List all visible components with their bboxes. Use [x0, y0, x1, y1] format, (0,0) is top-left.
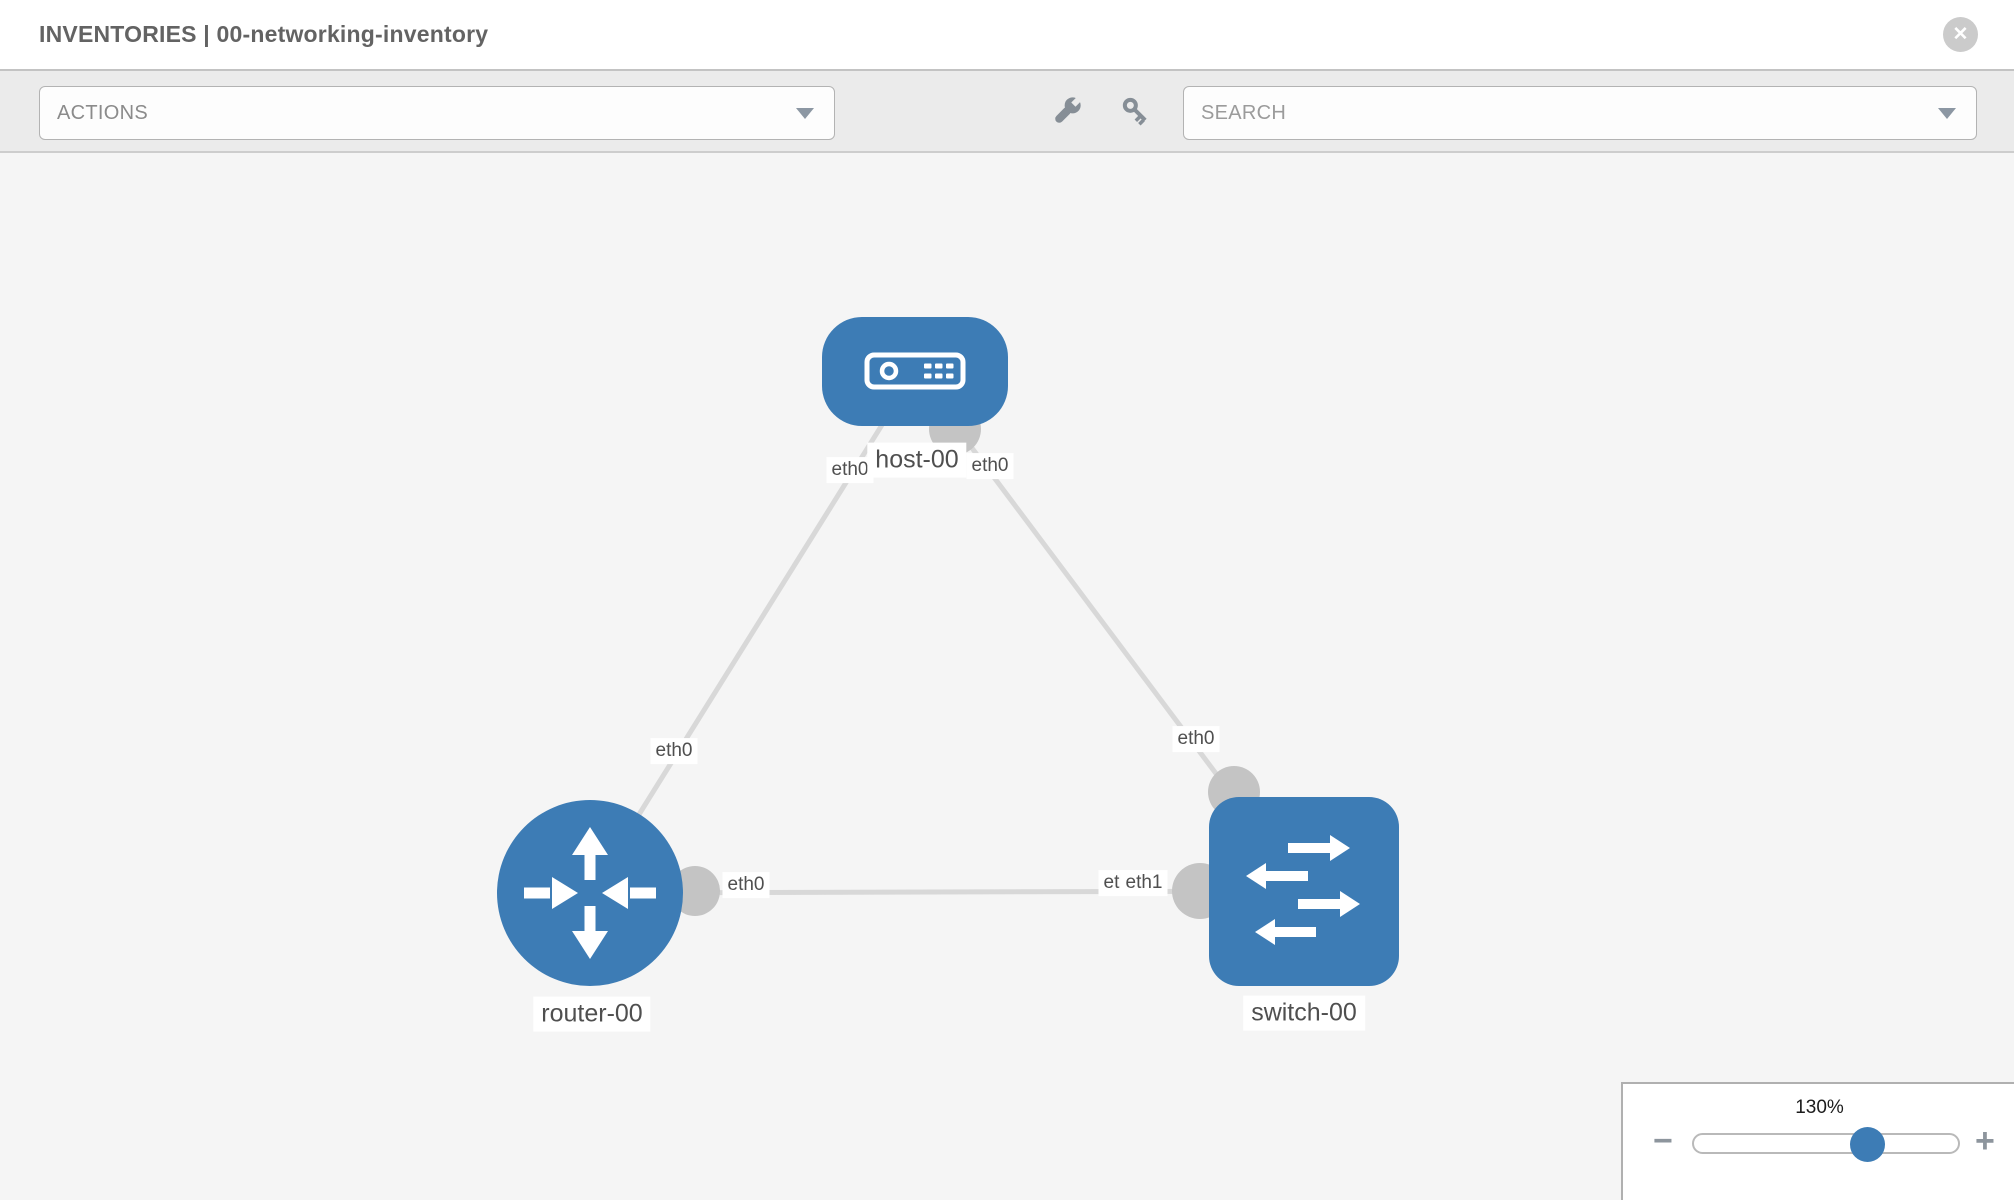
actions-dropdown-label: ACTIONS	[57, 101, 148, 124]
page-title: INVENTORIES | 00-networking-inventory	[39, 21, 489, 47]
node-label-switch: switch-00	[1243, 995, 1365, 1031]
host-icon	[864, 352, 966, 390]
interface-label: eth0	[826, 457, 874, 483]
host-node[interactable]	[822, 317, 1008, 426]
zoom-level: 130%	[1795, 1097, 1844, 1118]
zoom-slider-handle[interactable]	[1850, 1127, 1885, 1162]
node-label-host: host-00	[867, 442, 967, 478]
chevron-down-icon	[1938, 107, 1956, 119]
zoom-slider[interactable]	[1692, 1127, 1960, 1162]
key-icon[interactable]	[1116, 91, 1156, 131]
zoom-in-button[interactable]: +	[1975, 1122, 1995, 1160]
close-button[interactable]: ✕	[1943, 17, 1978, 52]
close-icon: ✕	[1952, 24, 1969, 45]
topology-svg	[497, 317, 1399, 986]
actions-dropdown[interactable]: ACTIONS	[39, 86, 835, 140]
header: INVENTORIES | 00-networking-inventory ✕	[0, 0, 2014, 71]
interface-label: eth0	[966, 453, 1014, 479]
wrench-icon[interactable]	[1047, 91, 1087, 131]
interface-label: eth1	[1120, 870, 1168, 896]
zoom-panel: 130% − +	[1621, 1082, 2014, 1200]
search-placeholder: SEARCH	[1201, 101, 1287, 124]
interface-label: eth0	[650, 738, 698, 764]
interface-label: eth0	[722, 872, 770, 898]
chevron-down-icon	[796, 107, 814, 119]
interface-dot	[670, 866, 720, 916]
router-node[interactable]	[497, 800, 683, 986]
switch-node[interactable]	[1209, 797, 1399, 986]
interface-label: eth0	[1172, 726, 1220, 752]
topology-canvas[interactable]: eth0 host-00 eth0 eth0 eth0 eth0 eth0 et…	[0, 153, 2014, 1200]
node-label-router: router-00	[533, 996, 651, 1032]
switch-icon	[1246, 835, 1360, 945]
toolbar: ACTIONS SEARCH	[0, 71, 2014, 153]
router-icon	[524, 827, 656, 959]
zoom-out-button[interactable]: −	[1653, 1122, 1673, 1160]
search-dropdown[interactable]: SEARCH	[1183, 86, 1977, 140]
